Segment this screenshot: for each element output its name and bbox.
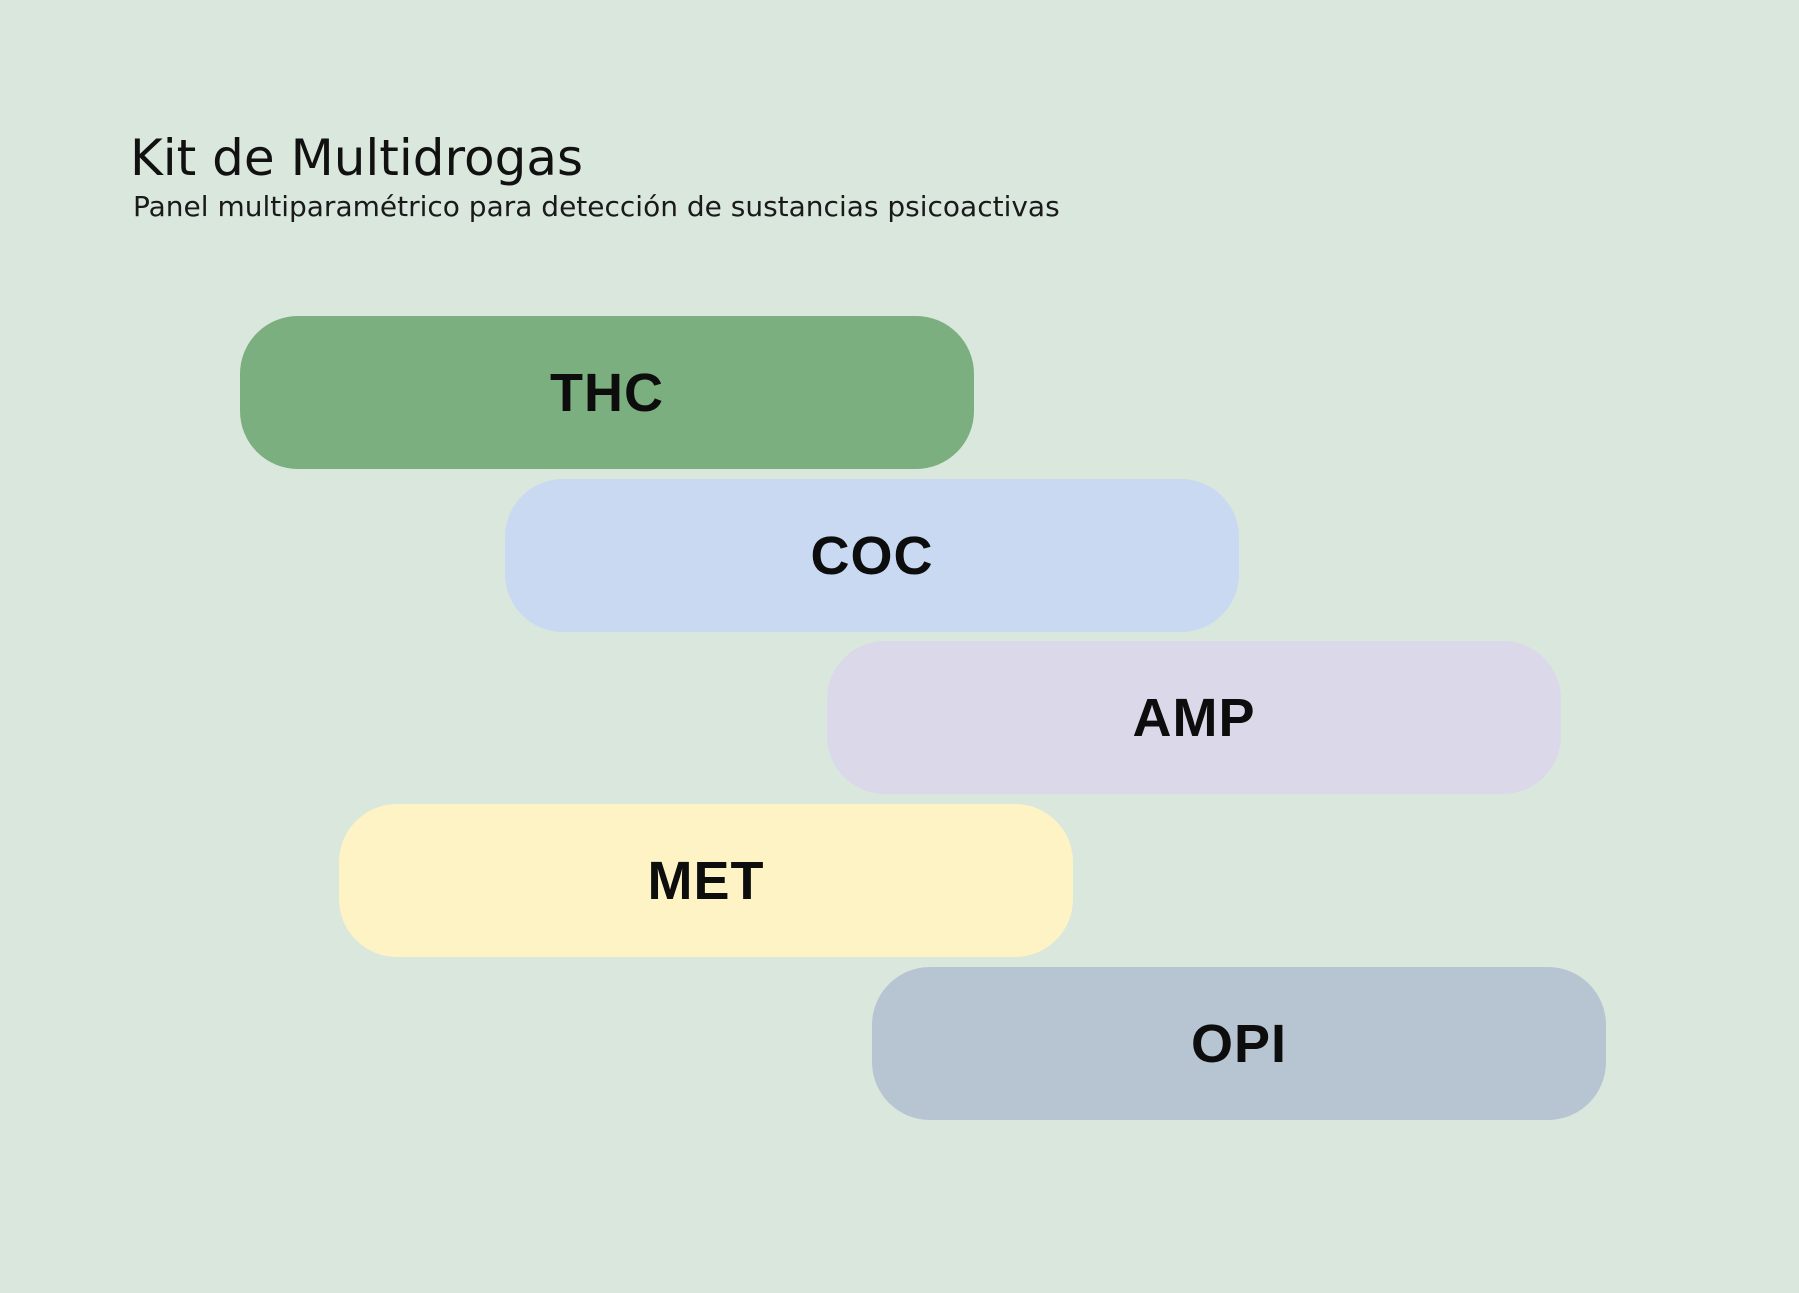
panel-label: THC — [550, 362, 664, 423]
panel-label: COC — [810, 525, 934, 586]
panel-opi: OPI — [872, 967, 1606, 1120]
panel-amp: AMP — [827, 641, 1561, 794]
page-subtitle: Panel multiparamétrico para detección de… — [133, 190, 1060, 223]
panel-thc: THC — [240, 316, 974, 469]
panel-label: OPI — [1190, 1013, 1288, 1074]
page-title: Kit de Multidrogas — [130, 129, 584, 187]
panel-label: AMP — [1132, 687, 1256, 748]
panel-met: MET — [339, 804, 1073, 957]
panel-label: MET — [647, 850, 765, 911]
panel-coc: COC — [505, 479, 1239, 632]
